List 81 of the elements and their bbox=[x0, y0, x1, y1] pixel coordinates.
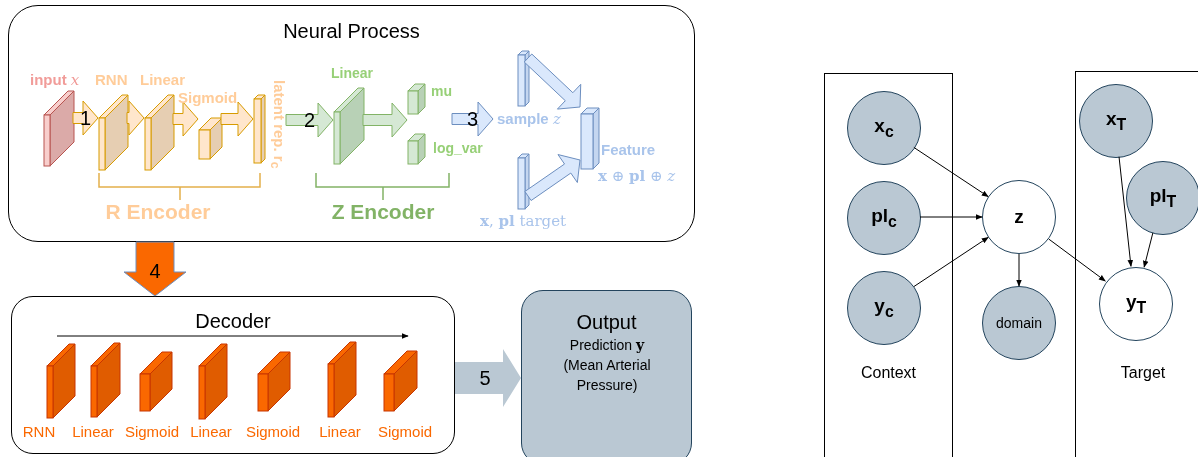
layer-label: RNN bbox=[21, 424, 57, 441]
layer-block bbox=[408, 134, 425, 164]
plate-label: Target bbox=[1119, 364, 1167, 383]
panel-title: Decoder bbox=[194, 310, 272, 333]
step-number: 4 bbox=[149, 261, 161, 281]
layer-label: Linear bbox=[331, 66, 373, 82]
block-arrow bbox=[362, 102, 408, 138]
layer-label: input x bbox=[30, 72, 80, 89]
input-layer-block bbox=[44, 91, 74, 166]
node-label: x$_{T}$ bbox=[1105, 108, 1127, 134]
layer-label: Sigmoid bbox=[376, 424, 434, 441]
context-plate bbox=[824, 73, 953, 457]
layer-label: Sigmoid bbox=[244, 424, 302, 441]
step-number: 3 bbox=[466, 109, 479, 129]
block-arrow bbox=[172, 101, 199, 137]
node-label: y$_{c}$ bbox=[874, 295, 894, 321]
node-label: pl$_{T}$ bbox=[1149, 185, 1177, 211]
layer-label: mu bbox=[431, 84, 452, 100]
block-arrow bbox=[220, 101, 254, 137]
layer-label: Linear bbox=[140, 72, 185, 89]
decoder-panel bbox=[11, 296, 455, 454]
block-arrow bbox=[126, 100, 145, 136]
arrow bbox=[1118, 156, 1134, 267]
layer-label: Sigmoid bbox=[123, 424, 181, 441]
layer-block bbox=[199, 118, 222, 159]
arrow bbox=[919, 214, 983, 220]
layer-block bbox=[334, 88, 364, 164]
layer-block bbox=[408, 84, 425, 114]
arrow bbox=[913, 236, 989, 288]
step-number: 2 bbox=[303, 110, 316, 130]
layer-block bbox=[145, 95, 174, 170]
vector-bar bbox=[518, 154, 529, 209]
layer-label: sample z bbox=[497, 111, 561, 128]
layer-label: Linear bbox=[189, 424, 233, 441]
layer-block bbox=[199, 344, 227, 419]
layer-label: RNN bbox=[95, 72, 128, 89]
node-label: z bbox=[1014, 206, 1024, 228]
layer-label: Feature bbox=[601, 142, 656, 159]
panel-title: Neural Process bbox=[282, 20, 421, 43]
plate-label: Context bbox=[859, 364, 918, 383]
target-plate bbox=[1075, 71, 1198, 457]
layer-label: x ⊕ pl ⊕ z bbox=[598, 168, 676, 185]
layer-block bbox=[328, 342, 356, 417]
layer-label: log_var bbox=[433, 141, 483, 157]
layer-label: Linear bbox=[71, 424, 115, 441]
vector-bar bbox=[254, 95, 265, 163]
block-arrow bbox=[285, 102, 334, 138]
layer-block bbox=[91, 343, 120, 417]
block-arrow bbox=[123, 241, 187, 297]
arrow bbox=[1142, 232, 1154, 268]
arrow bbox=[1016, 253, 1022, 287]
block-arrow bbox=[72, 100, 99, 136]
node-label: pl$_{c}$ bbox=[871, 205, 897, 231]
encoder-label: R Encoder bbox=[104, 200, 212, 224]
layer-label: x, pl target bbox=[480, 213, 567, 230]
node-label: x$_{c}$ bbox=[874, 115, 894, 141]
arrow bbox=[1048, 238, 1106, 282]
layer-block bbox=[384, 351, 417, 411]
block-arrow bbox=[455, 349, 521, 407]
output-title: Output bbox=[575, 311, 638, 334]
node-label: y$_{T}$ bbox=[1125, 291, 1147, 317]
encoder-label: Z Encoder bbox=[330, 200, 436, 224]
block-arrow bbox=[523, 53, 582, 110]
node-label: domain bbox=[996, 314, 1042, 332]
step-number: 5 bbox=[479, 368, 491, 388]
layer-label: Linear bbox=[318, 424, 362, 441]
feature-bar bbox=[581, 108, 599, 169]
arrow bbox=[56, 333, 409, 339]
output-box bbox=[521, 290, 692, 457]
layer-block bbox=[140, 352, 172, 411]
output-description: Prediction y (Mean Arterial Pressure) bbox=[562, 336, 652, 395]
block-arrow bbox=[451, 101, 494, 137]
block-arrow bbox=[524, 154, 581, 201]
layer-block bbox=[258, 352, 290, 411]
layer-label: Sigmoid bbox=[178, 90, 238, 107]
layer-block bbox=[47, 344, 75, 418]
neural-process-panel bbox=[8, 5, 695, 242]
step-number: 1 bbox=[79, 108, 92, 128]
vector-bar bbox=[518, 51, 529, 106]
layer-block bbox=[99, 95, 128, 170]
arrow bbox=[913, 146, 989, 198]
